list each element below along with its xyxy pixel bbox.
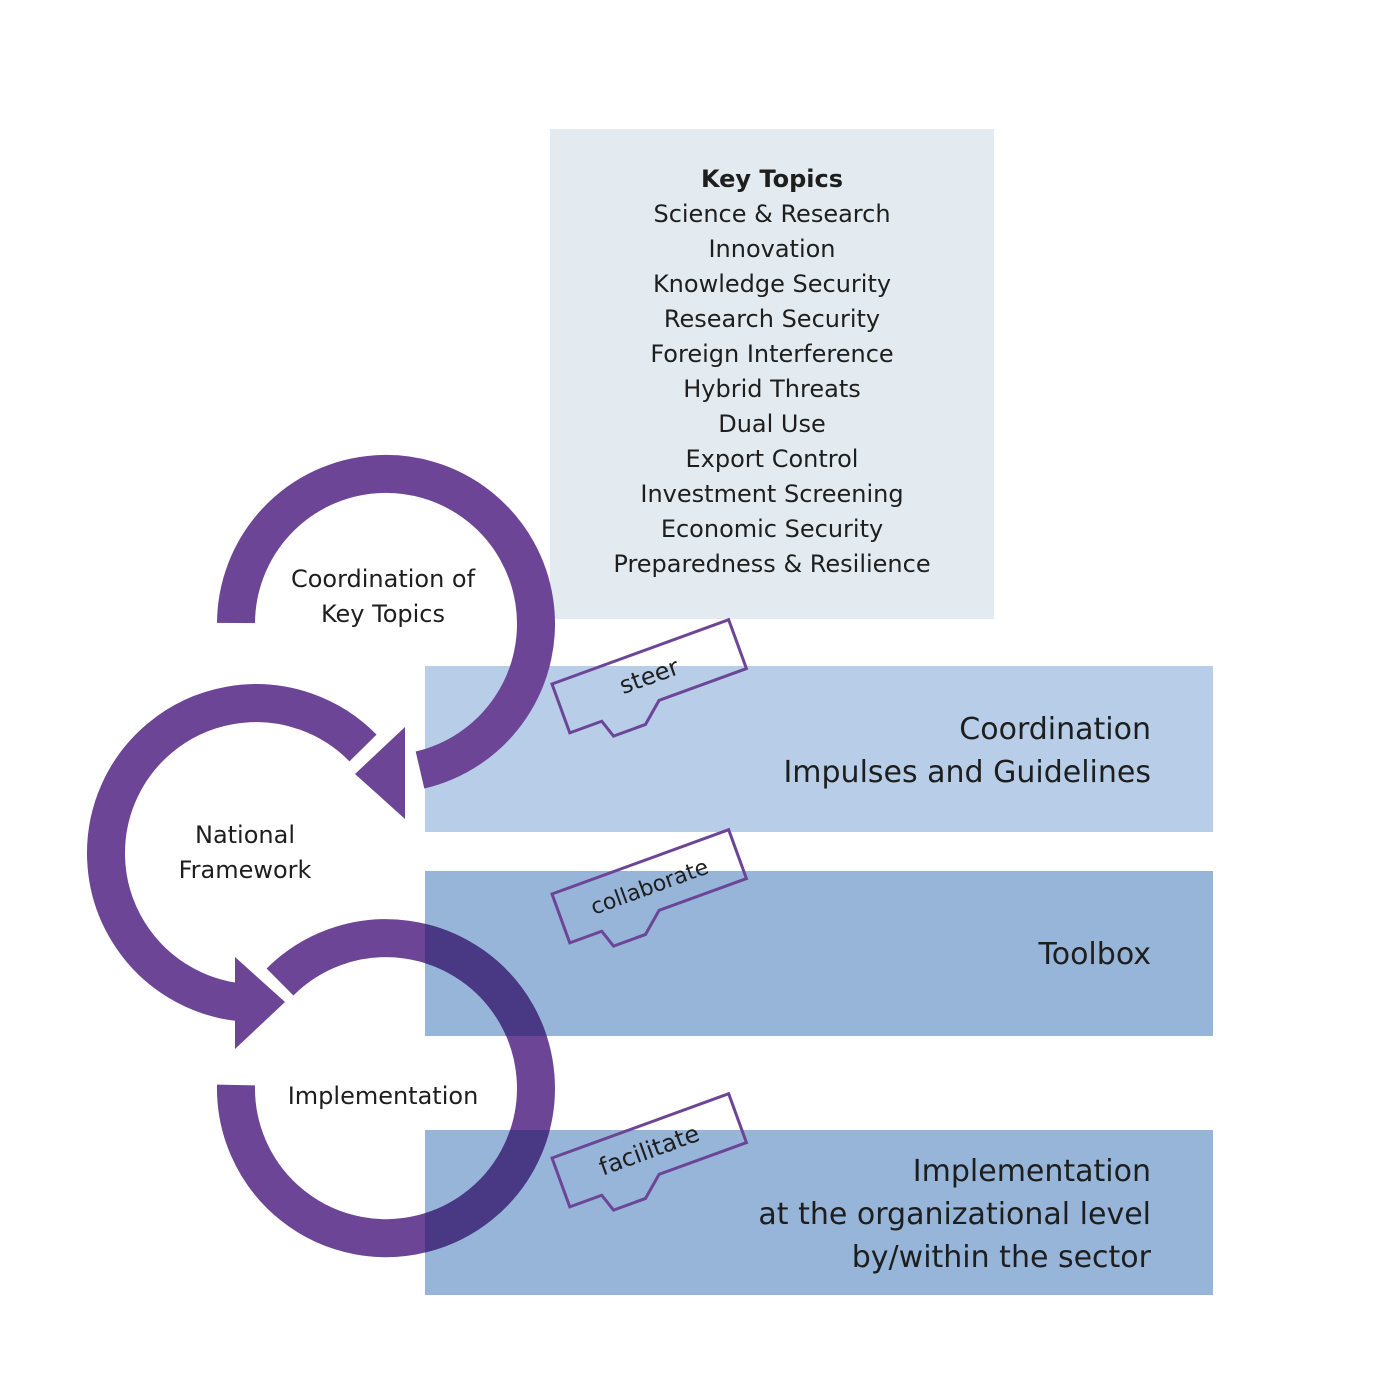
collaborate-tag-outline bbox=[550, 827, 749, 948]
key-topic-item: Preparedness & Resilience bbox=[613, 550, 931, 578]
cycle-label-line: National bbox=[194, 821, 295, 849]
level-label-line: Impulses and Guidelines bbox=[783, 755, 1151, 790]
key-topics-panel bbox=[550, 129, 994, 619]
key-topic-item: Export Control bbox=[685, 445, 859, 473]
level-label-line: Toolbox bbox=[1038, 937, 1152, 972]
cycle-label-line: Framework bbox=[178, 856, 312, 884]
cycle-label-coordination: Coordination of Key Topics bbox=[268, 562, 498, 632]
toolbox-band bbox=[425, 871, 1213, 1036]
key-topic-item: Foreign Interference bbox=[650, 340, 894, 368]
top-loop-arc bbox=[217, 454, 555, 789]
key-topics-list: Key Topics Science & Research Innovation… bbox=[550, 162, 994, 582]
key-topic-item: Science & Research bbox=[653, 200, 891, 228]
steer-tag-outline bbox=[550, 617, 749, 738]
key-topic-item: Innovation bbox=[708, 235, 836, 263]
key-topic-item: Knowledge Security bbox=[652, 270, 892, 298]
cycle-label-line: Implementation bbox=[287, 1082, 479, 1110]
cycle-label-national-framework: National Framework bbox=[150, 818, 340, 888]
key-topic-item: Dual Use bbox=[718, 410, 826, 438]
key-topic-item: Investment Screening bbox=[640, 480, 904, 508]
level-label-line: at the organizational level bbox=[758, 1197, 1151, 1232]
cycle-label-implementation: Implementation bbox=[268, 1079, 498, 1114]
toolbox-level-label: Toolbox bbox=[1039, 933, 1152, 976]
cycle-label-line: Key Topics bbox=[320, 600, 445, 628]
level-label-line: by/within the sector bbox=[851, 1240, 1151, 1275]
middle-loop-arc bbox=[87, 684, 377, 1022]
facilitate-tag-outline bbox=[550, 1091, 749, 1212]
key-topic-item: Economic Security bbox=[660, 515, 884, 543]
cycle-label-line: Coordination of bbox=[290, 565, 476, 593]
level-label-line: Implementation bbox=[912, 1154, 1151, 1189]
implementation-level-label: Implementation at the organizational lev… bbox=[758, 1150, 1151, 1279]
level-label-line: Coordination bbox=[959, 712, 1151, 747]
key-topic-item: Hybrid Threats bbox=[683, 375, 861, 403]
key-topics-title: Key Topics bbox=[700, 165, 844, 193]
middle-loop-arrowhead bbox=[235, 957, 285, 1049]
coordination-level-label: Coordination Impulses and Guidelines bbox=[783, 708, 1151, 794]
implementation-overlap bbox=[425, 1130, 550, 1253]
top-loop-arrowhead bbox=[355, 727, 405, 819]
key-topic-item: Research Security bbox=[663, 305, 881, 333]
